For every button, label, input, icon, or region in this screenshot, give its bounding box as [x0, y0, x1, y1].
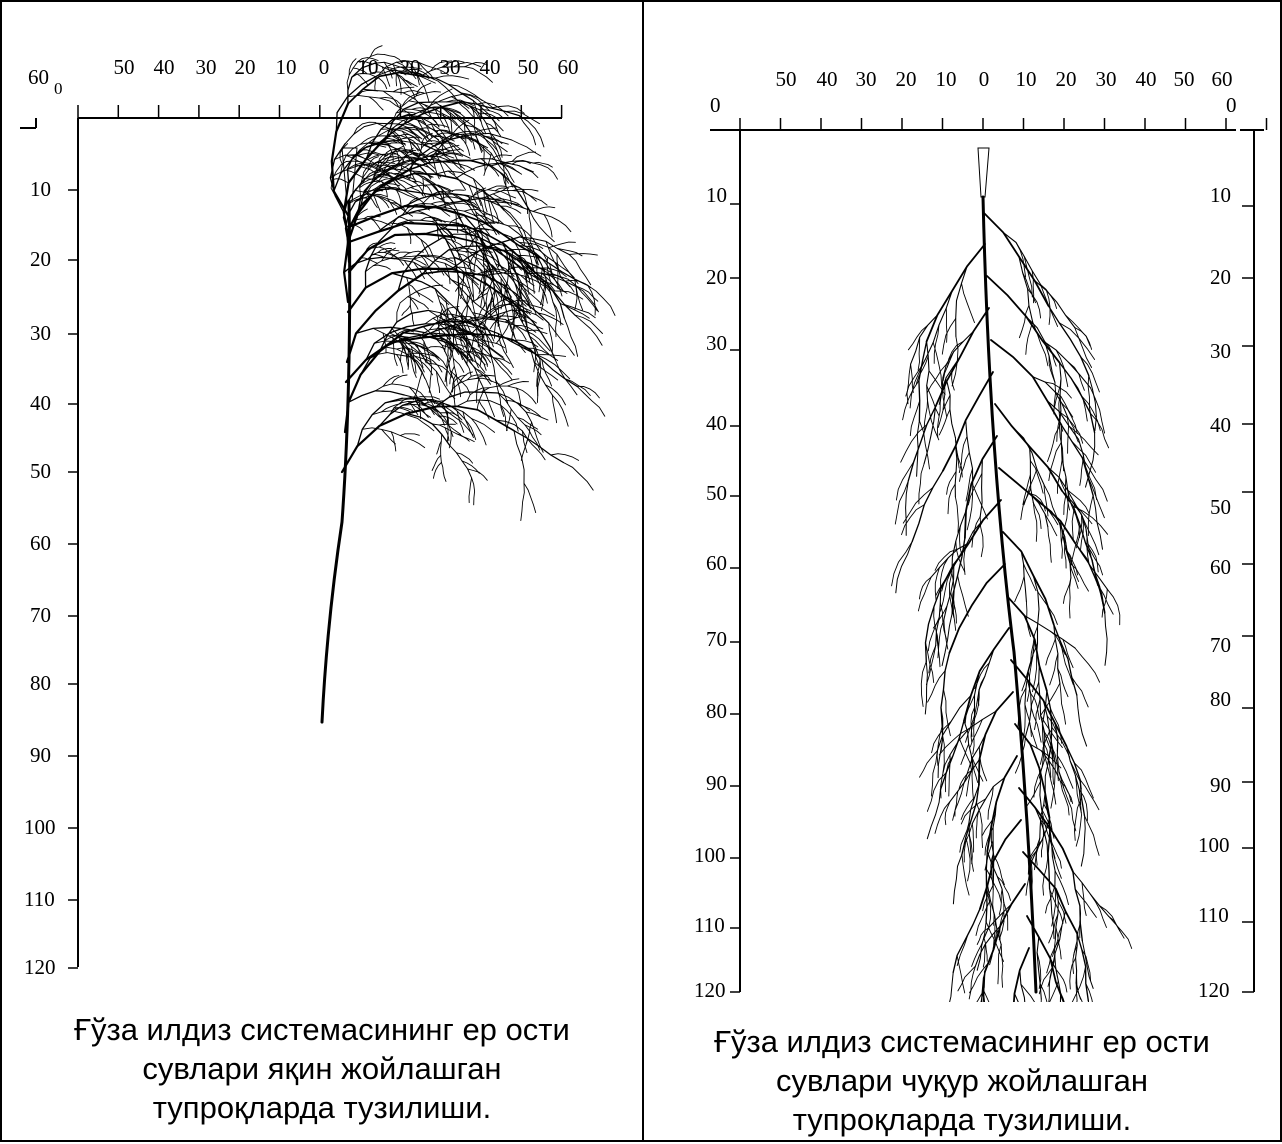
scale-label: 10 [276, 55, 297, 79]
depth-label: 90 [1210, 773, 1231, 797]
depth-label: 110 [1198, 903, 1229, 927]
depth-label: 70 [1210, 633, 1231, 657]
scale-label: 30 [856, 67, 877, 91]
figure-panel-shallow-groundwater: 60 0 50 40 30 20 10 0 10 20 30 40 50 60 … [0, 0, 644, 1142]
depth-label: 120 [24, 955, 56, 979]
scale-label: 40 [817, 67, 838, 91]
depth-label: 10 [706, 183, 727, 207]
depth-label: 80 [706, 699, 727, 723]
caption-line: тупроқларда тузилиши. [644, 1100, 1280, 1139]
depth-label: 20 [1210, 265, 1231, 289]
cotton-root-illustration [322, 46, 615, 722]
depth-label: 100 [694, 843, 726, 867]
root-diagram-deep: 0 0 50 40 30 20 10 0 10 20 30 40 50 60 1… [644, 2, 1280, 1002]
root-diagram-shallow: 60 0 50 40 30 20 10 0 10 20 30 40 50 60 … [2, 2, 642, 1002]
caption-line: тупроқларда тузилиши. [2, 1088, 642, 1127]
depth-label: 20 [706, 265, 727, 289]
depth-scale-left: 10 20 30 40 50 60 70 80 90 100 110 120 [694, 130, 740, 1002]
depth-label: 30 [1210, 339, 1231, 363]
depth-label: 110 [694, 913, 725, 937]
depth-scale: 10 20 30 40 50 60 70 80 90 100 110 120 [24, 118, 78, 979]
depth-label: 60 [1210, 555, 1231, 579]
scale-origin-label: 0 [54, 79, 63, 98]
scale-label: 50 [1174, 67, 1195, 91]
scale-label: 0 [319, 55, 330, 79]
depth-label: 100 [24, 815, 56, 839]
cotton-root-illustration [892, 148, 1132, 1002]
depth-label: 20 [30, 247, 51, 271]
scale-label: 50 [114, 55, 135, 79]
depth-label: 60 [706, 551, 727, 575]
depth-label: 90 [30, 743, 51, 767]
scale-label: 60 [558, 55, 579, 79]
scale-corner-label: 60 [28, 65, 49, 89]
scale-label: 40 [154, 55, 175, 79]
depth-label: 40 [706, 411, 727, 435]
depth-scale-right: 10 20 30 40 50 60 70 80 90 100 110 120 [1198, 130, 1254, 1002]
scale-label: 40 [480, 55, 501, 79]
depth-label: 10 [1210, 183, 1231, 207]
caption-line: сувлари яқин жойлашган [2, 1049, 642, 1088]
scale-label: 60 [1212, 67, 1233, 91]
horizontal-scale: 0 0 50 40 30 20 10 0 10 20 30 40 50 60 [710, 67, 1267, 130]
scale-label: 20 [1056, 67, 1077, 91]
caption-line: сувлари чуқур жойлашган [644, 1061, 1280, 1100]
scale-label: 30 [196, 55, 217, 79]
depth-label: 10 [30, 177, 51, 201]
scale-origin-label: 0 [710, 93, 721, 117]
depth-label: 120 [694, 978, 726, 1002]
scale-label: 40 [1136, 67, 1157, 91]
scale-label: 50 [518, 55, 539, 79]
scale-label: 50 [776, 67, 797, 91]
figure-panel-deep-groundwater: 0 0 50 40 30 20 10 0 10 20 30 40 50 60 1… [642, 0, 1282, 1142]
scale-origin-label: 0 [1226, 93, 1237, 117]
depth-label: 50 [706, 481, 727, 505]
caption-line: Ғўза илдиз системасининг ер ости [2, 1010, 642, 1049]
depth-label: 40 [30, 391, 51, 415]
depth-label: 110 [24, 887, 55, 911]
scale-label: 30 [1096, 67, 1117, 91]
scale-label: 10 [1016, 67, 1037, 91]
caption-line: Ғўза илдиз системасининг ер ости [644, 1022, 1280, 1061]
scale-label: 20 [235, 55, 256, 79]
figure-caption: Ғўза илдиз системасининг ер ости сувлари… [2, 1010, 642, 1127]
depth-label: 120 [1198, 978, 1230, 1002]
depth-label: 40 [1210, 413, 1231, 437]
depth-label: 70 [30, 603, 51, 627]
scale-label: 10 [936, 67, 957, 91]
depth-label: 100 [1198, 833, 1230, 857]
scale-label: 0 [979, 67, 990, 91]
depth-label: 30 [30, 321, 51, 345]
depth-label: 80 [1210, 687, 1231, 711]
depth-label: 60 [30, 531, 51, 555]
scale-label: 20 [896, 67, 917, 91]
depth-label: 70 [706, 627, 727, 651]
depth-label: 80 [30, 671, 51, 695]
depth-label: 90 [706, 771, 727, 795]
depth-label: 50 [1210, 495, 1231, 519]
figure-caption: Ғўза илдиз системасининг ер ости сувлари… [644, 1022, 1280, 1139]
depth-label: 50 [30, 459, 51, 483]
depth-label: 30 [706, 331, 727, 355]
